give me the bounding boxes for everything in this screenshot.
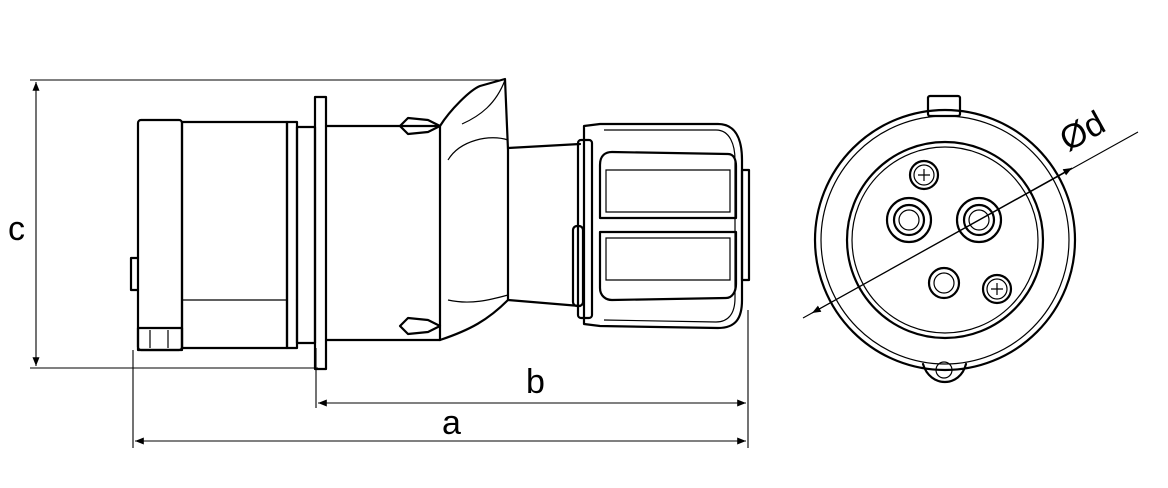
- bottom-lug: [921, 362, 968, 383]
- rear-housing: [129, 118, 289, 352]
- dimension-d: Ød: [802, 104, 1139, 319]
- side-view-plug: [129, 77, 751, 371]
- dimension-label-c: c: [8, 210, 25, 248]
- screw-bottom-right: [981, 273, 1013, 305]
- dimension-label-a: a: [442, 404, 461, 442]
- dimension-label-d: Ød: [1053, 104, 1111, 159]
- screw-top: [908, 159, 940, 191]
- dimension-c: c: [8, 79, 505, 369]
- outer-ring: [813, 108, 1077, 372]
- neck: [506, 142, 582, 308]
- key-tab: [926, 94, 962, 118]
- pin-left: [885, 196, 933, 244]
- mid-body: [324, 77, 510, 342]
- cable-gland: [571, 122, 751, 330]
- inner-face: [845, 140, 1045, 340]
- dimension-a: a: [132, 350, 746, 448]
- dimension-b: b: [315, 310, 749, 448]
- collar-rings: [285, 95, 328, 371]
- pin-bottom: [927, 266, 961, 300]
- dimension-label-b: b: [526, 363, 545, 401]
